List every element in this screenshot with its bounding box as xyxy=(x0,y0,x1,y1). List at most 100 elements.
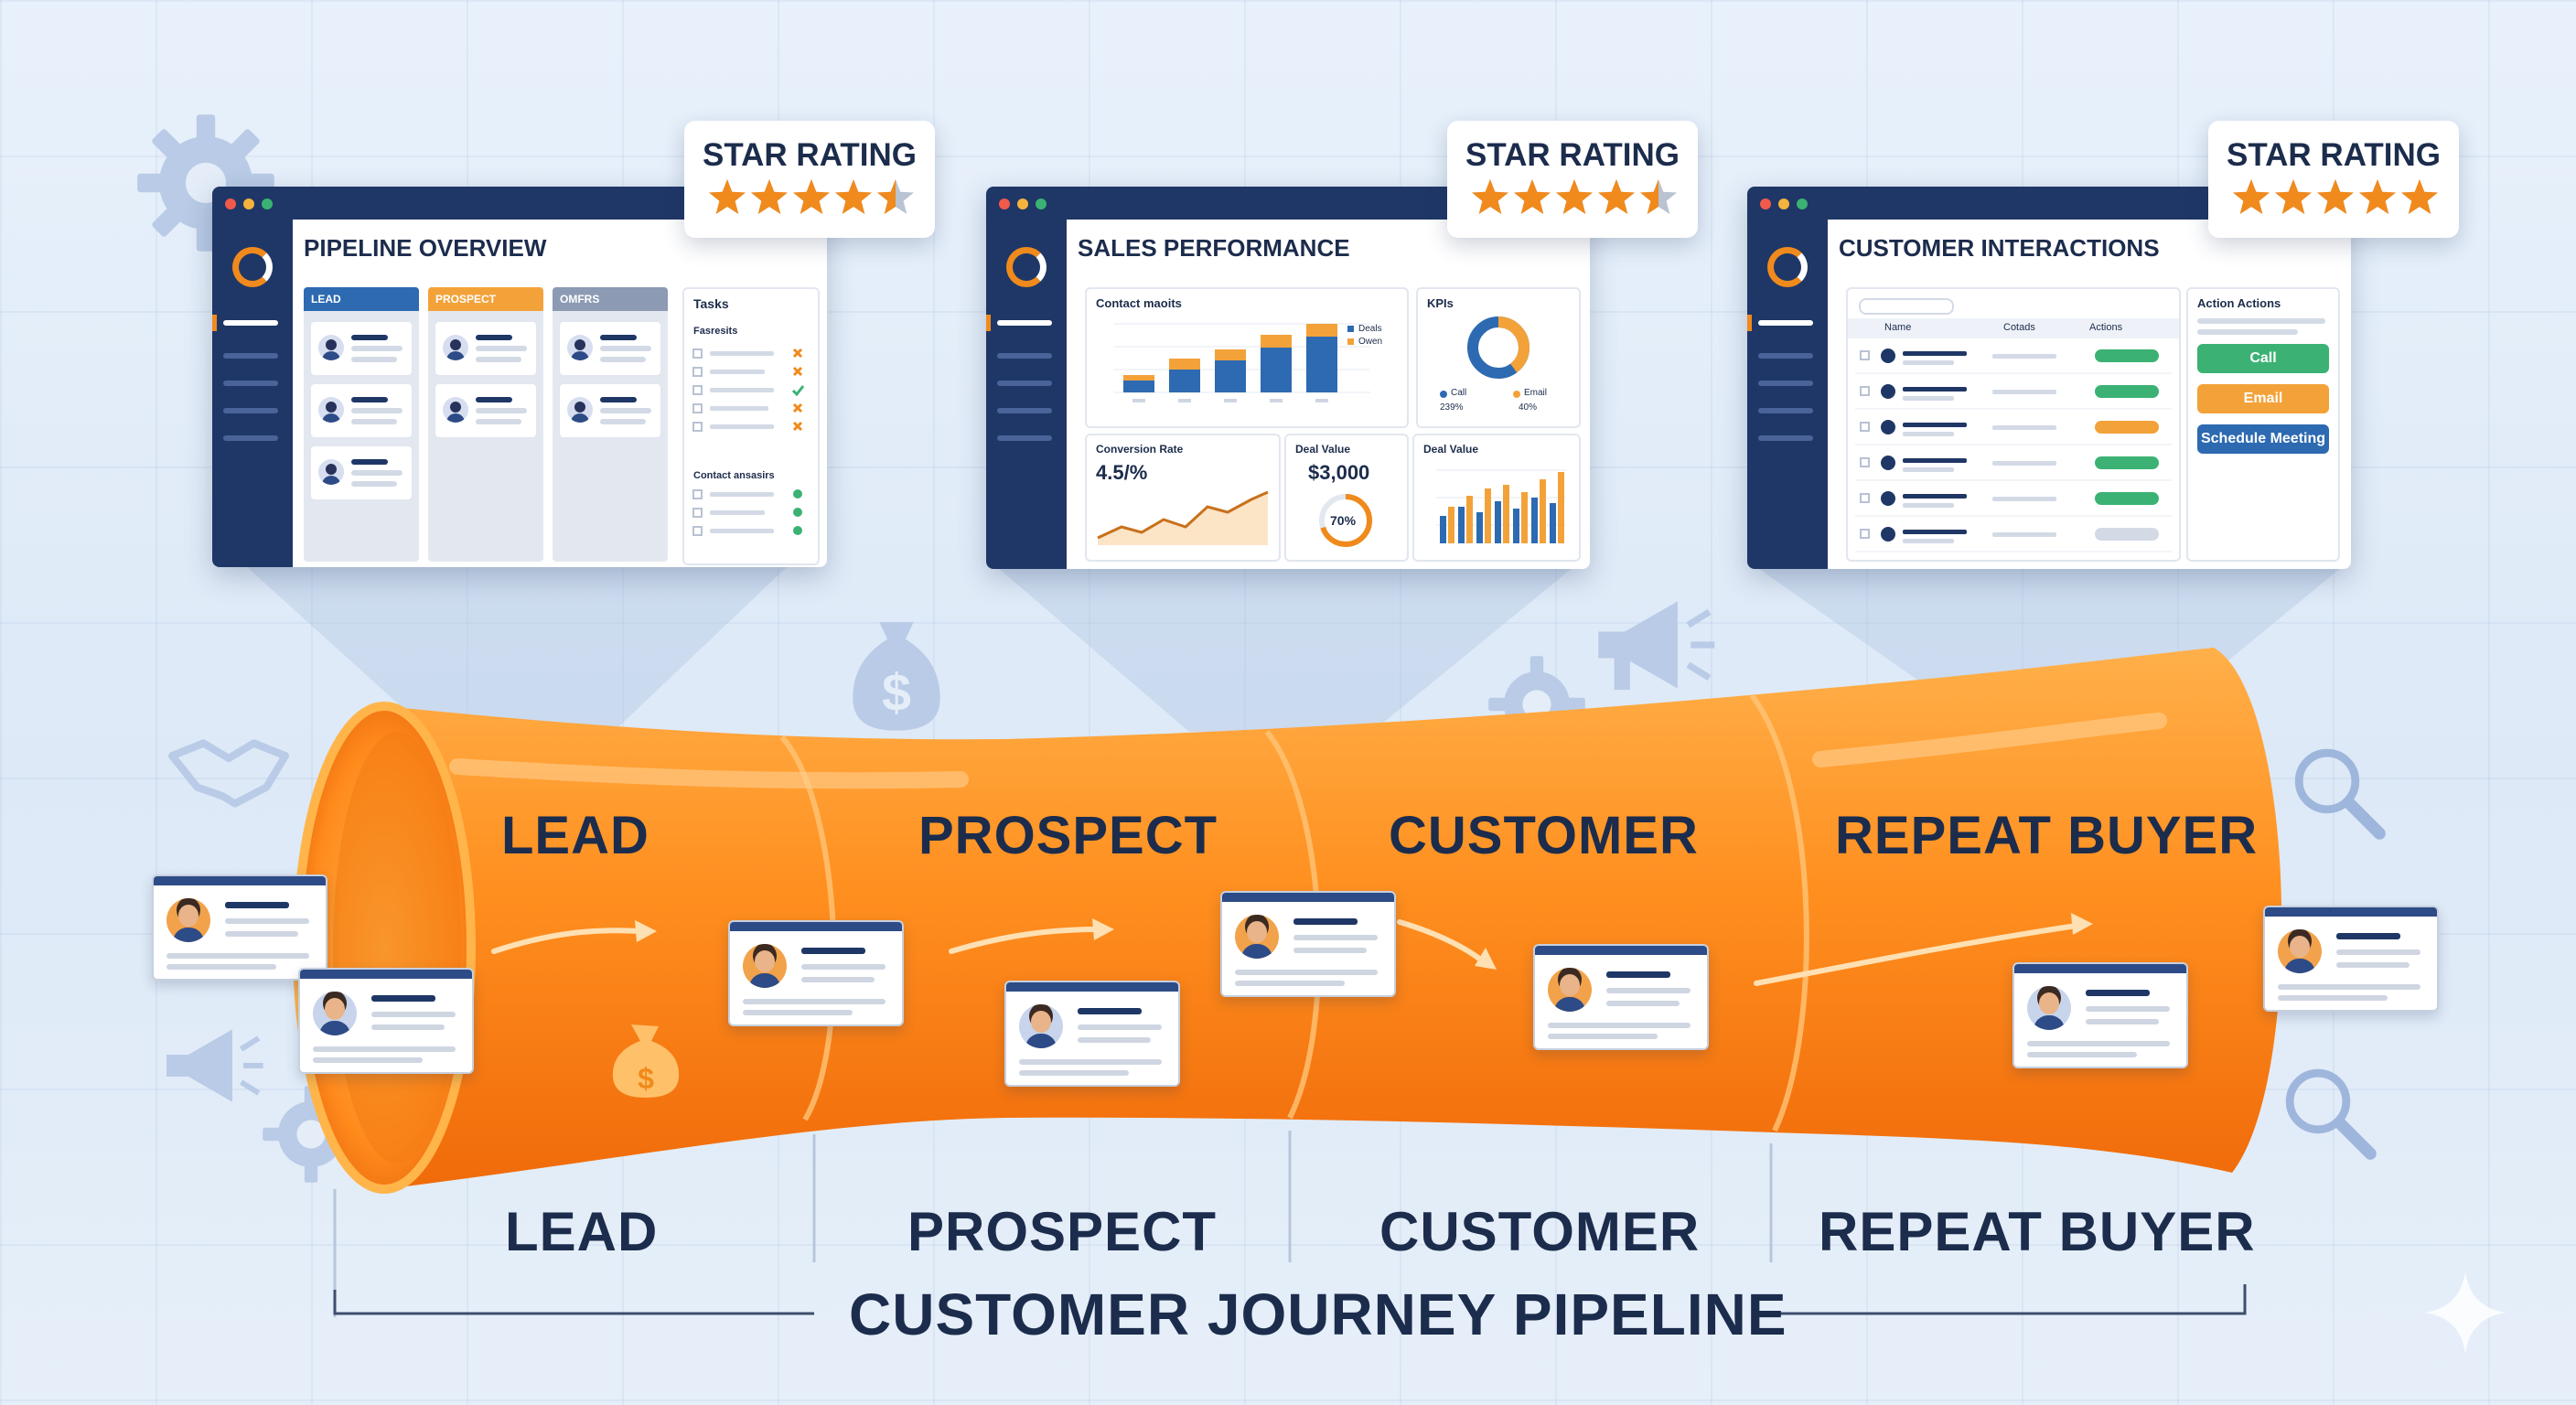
email-button[interactable]: Email xyxy=(2197,384,2329,413)
star-rating-stars xyxy=(709,179,914,214)
status-pill xyxy=(2095,528,2159,541)
sidebar-item-active[interactable] xyxy=(997,320,1052,326)
legend-deals: Deals xyxy=(1358,324,1382,334)
star-icon xyxy=(835,179,872,214)
contact-card[interactable] xyxy=(1533,944,1709,1050)
sidebar-item[interactable] xyxy=(223,353,278,359)
column-header-lead[interactable]: LEAD xyxy=(304,287,419,311)
app-logo-icon xyxy=(1006,247,1046,287)
prospect-card[interactable] xyxy=(434,320,538,377)
funnel-stage-lead: LEAD xyxy=(501,806,649,865)
window-maximize-dot[interactable] xyxy=(1797,198,1808,209)
sidebar-item[interactable] xyxy=(223,408,278,413)
page-title: PIPELINE OVERVIEW xyxy=(304,234,547,262)
funnel-stage-prospect: PROSPECT xyxy=(918,806,1218,865)
star-icon xyxy=(2233,179,2270,214)
customer-interactions-window: CUSTOMER INTERACTIONS Name Cotads Action… xyxy=(1747,187,2351,569)
sidebar-item[interactable] xyxy=(223,381,278,386)
star-icon xyxy=(1640,179,1658,214)
lead-card[interactable] xyxy=(309,445,413,501)
contact-card[interactable] xyxy=(152,874,327,981)
contact-card[interactable] xyxy=(1220,891,1396,997)
window-minimize-dot[interactable] xyxy=(243,198,254,209)
star-rating-badge-2: STAR RATING xyxy=(1447,121,1698,238)
column-header-prospect[interactable]: PROSPECT xyxy=(428,287,543,311)
deal-value-amount: $3,000 xyxy=(1308,461,1370,484)
window-maximize-dot[interactable] xyxy=(262,198,273,209)
contact-card[interactable] xyxy=(1004,981,1180,1087)
kanban-column-prospect: PROSPECT xyxy=(428,287,543,562)
star-icon xyxy=(2359,179,2396,214)
stacked-bar-chart xyxy=(1114,323,1370,402)
star-icon xyxy=(1514,179,1551,214)
sidebar-item[interactable] xyxy=(997,435,1052,441)
page-title: CUSTOMER INTERACTIONS xyxy=(1839,234,2160,262)
status-pill xyxy=(2095,421,2159,434)
star-icon xyxy=(751,179,788,214)
kpi-donut-chart xyxy=(1467,316,1530,379)
contact-card[interactable] xyxy=(2263,906,2439,1012)
sidebar-item-active[interactable] xyxy=(1758,320,1813,326)
sidebar-item[interactable] xyxy=(997,381,1052,386)
window-minimize-dot[interactable] xyxy=(1778,198,1789,209)
sidebar-item[interactable] xyxy=(1758,381,1813,386)
star-rating-label: STAR RATING xyxy=(703,137,917,173)
sidebar-item[interactable] xyxy=(1758,408,1813,413)
schedule-meeting-button[interactable]: Schedule Meeting xyxy=(2197,424,2329,454)
lead-card[interactable] xyxy=(309,320,413,377)
avatar xyxy=(1881,527,1895,542)
call-button[interactable]: Call xyxy=(2197,344,2329,373)
window-close-dot[interactable] xyxy=(1760,198,1771,209)
pipeline-caption: CUSTOMER JOURNEY PIPELINE xyxy=(849,1282,1787,1347)
window-close-dot[interactable] xyxy=(999,198,1010,209)
deal-bar-chart xyxy=(1436,469,1566,543)
other-card[interactable] xyxy=(558,382,662,439)
deal-value-percent: 70% xyxy=(1330,513,1357,528)
window-maximize-dot[interactable] xyxy=(1036,198,1046,209)
contact-card[interactable] xyxy=(728,920,904,1026)
avatar xyxy=(1881,384,1895,399)
sidebar-item[interactable] xyxy=(223,435,278,441)
prospect-card[interactable] xyxy=(434,382,538,439)
magnifier-icon xyxy=(2294,748,2386,840)
other-card[interactable] xyxy=(558,320,662,377)
svg-text:$: $ xyxy=(882,663,911,722)
star-icon xyxy=(1472,179,1508,214)
sidebar xyxy=(1747,220,1828,569)
bottom-stage-prospect: PROSPECT xyxy=(907,1201,1218,1262)
tasks-panel: Tasks Fasresits Contact ansasirs xyxy=(682,287,820,565)
kpi-value-1: 239% xyxy=(1440,402,1464,413)
kpis-title: KPIs xyxy=(1427,296,1454,310)
kpi-value-2: 40% xyxy=(1519,402,1538,413)
contact-metrics-title: Contact maoits xyxy=(1096,296,1182,310)
table-header-name: Name xyxy=(1884,322,1912,333)
funnel-stage-customer: CUSTOMER xyxy=(1389,806,1699,865)
status-pill xyxy=(2095,456,2159,469)
status-pill xyxy=(2095,492,2159,505)
interactions-table: Name Cotads Actions xyxy=(1846,287,2181,562)
contact-card[interactable] xyxy=(2012,962,2188,1068)
sidebar-item[interactable] xyxy=(1758,353,1813,359)
action-panel: Action Actions Call Email Schedule Meeti… xyxy=(2186,287,2340,562)
column-header-other[interactable]: OMFRS xyxy=(553,287,668,311)
sidebar-item[interactable] xyxy=(997,353,1052,359)
star-rating-badge-3: STAR RATING xyxy=(2208,121,2459,238)
sidebar-item[interactable] xyxy=(997,408,1052,413)
table-search-input[interactable] xyxy=(1859,298,1954,315)
star-icon xyxy=(2275,179,2312,214)
contact-card[interactable] xyxy=(298,968,474,1074)
tasks-title: Tasks xyxy=(693,296,729,311)
sales-performance-window: SALES PERFORMANCE Contact maoits Deals O… xyxy=(986,187,1590,569)
star-icon xyxy=(877,179,896,214)
app-logo-icon xyxy=(232,247,273,287)
sidebar-item-active[interactable] xyxy=(223,320,278,326)
window-close-dot[interactable] xyxy=(225,198,236,209)
sidebar-item[interactable] xyxy=(1758,435,1813,441)
lead-card[interactable] xyxy=(309,382,413,439)
legend-owen: Owen xyxy=(1358,337,1383,347)
conversion-line-chart xyxy=(1097,490,1269,545)
sidebar xyxy=(986,220,1067,569)
star-icon xyxy=(1556,179,1593,214)
conversion-rate-card: Conversion Rate 4.5/% xyxy=(1085,434,1281,562)
window-minimize-dot[interactable] xyxy=(1017,198,1028,209)
